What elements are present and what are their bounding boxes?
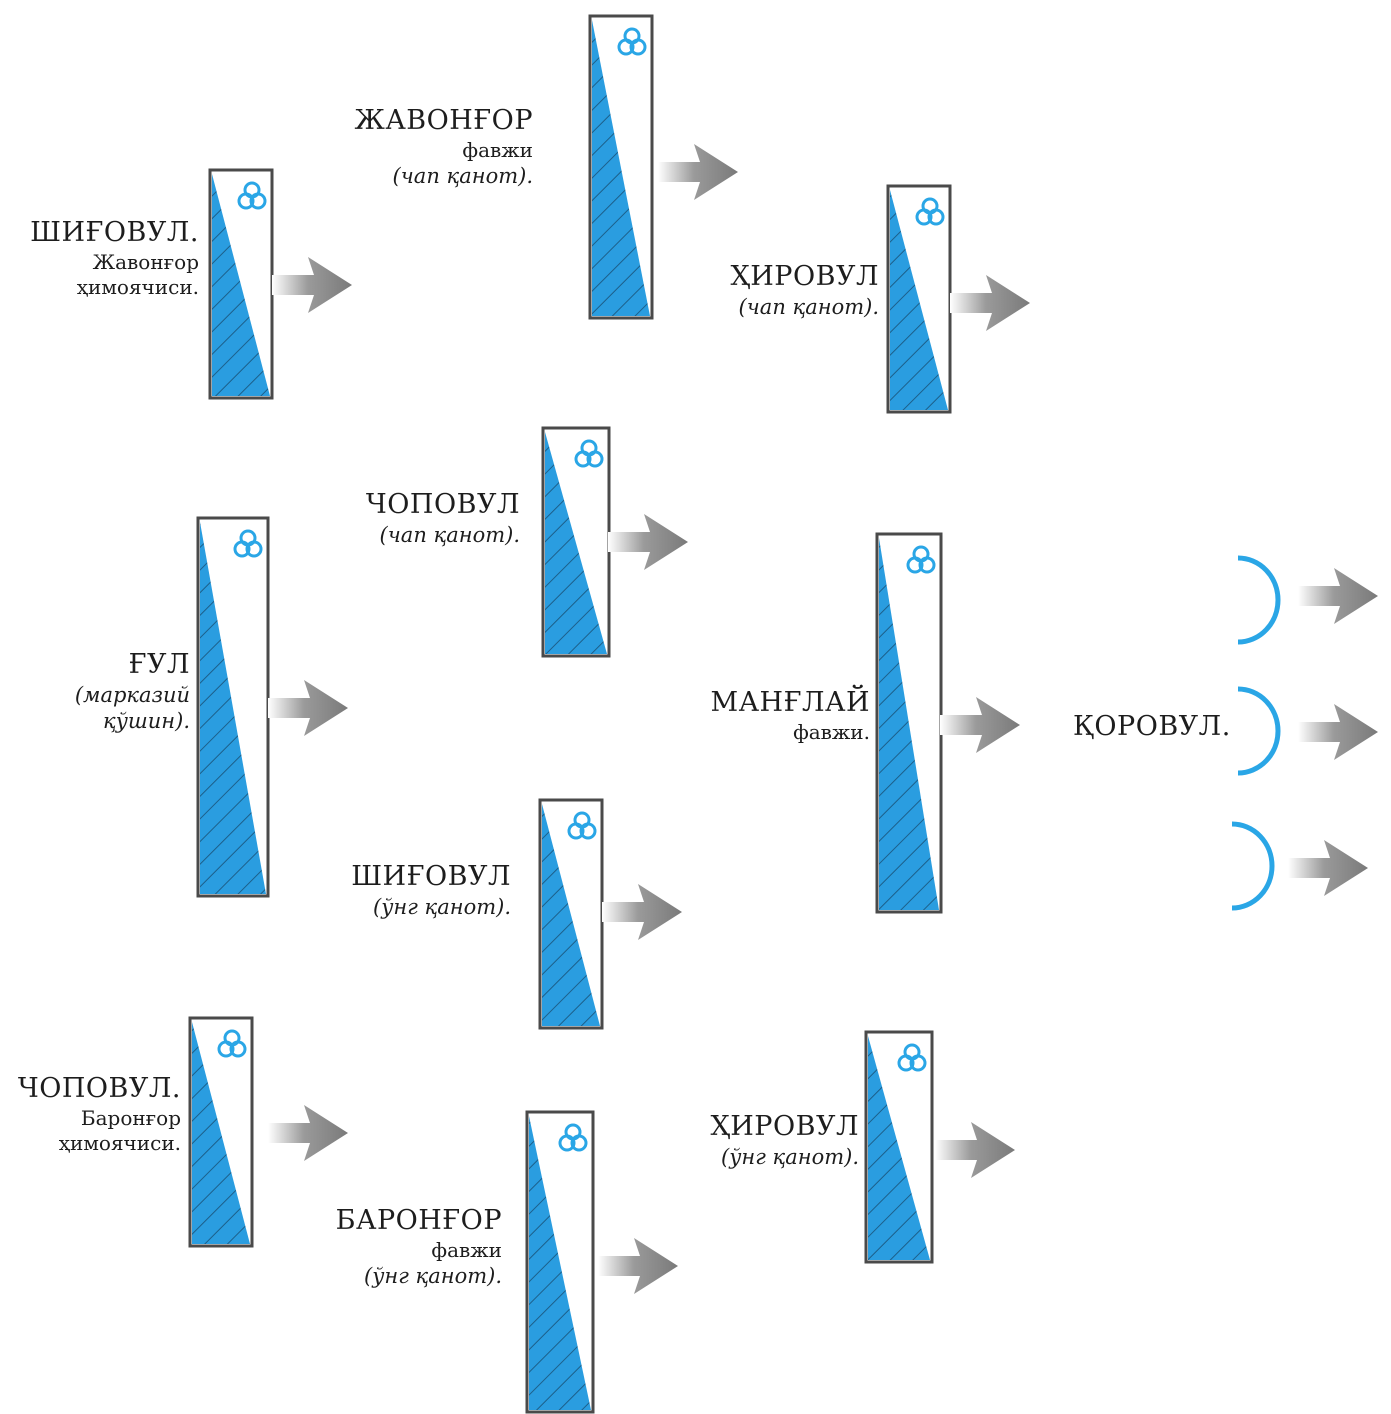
forward-arrow-icon	[1288, 840, 1368, 896]
forward-arrow-icon	[268, 1105, 348, 1161]
forward-arrow-icon	[608, 514, 688, 570]
unit-title: МАНҒЛАЙ	[710, 687, 870, 718]
unit-title: БАРОНҒОР	[335, 1205, 502, 1236]
unit-title: ЖАВОНҒОР	[354, 105, 533, 136]
three-circles-icon	[906, 545, 936, 574]
banner-pennant	[529, 1116, 591, 1410]
banner-pennant	[868, 1036, 930, 1260]
banner-pennant	[212, 174, 270, 396]
label-shigovul-left-guard: ШИҒОВУЛ. Жавонғор ҳимоячиси.	[30, 216, 199, 300]
unit-title: ЧОПОВУЛ	[365, 489, 520, 520]
unit-title: ҲИРОВУЛ	[730, 261, 879, 292]
banner-pennant	[192, 1022, 250, 1244]
three-circles-icon	[217, 1029, 247, 1058]
unit-title: ҚОРОВУЛ.	[1073, 711, 1231, 742]
forward-arrow-icon	[1298, 568, 1378, 624]
label-javongor: ЖАВОНҒОР фавжи (чап қанот).	[355, 104, 534, 189]
banner-hirovul-left	[886, 184, 952, 414]
banner-gul	[196, 516, 270, 898]
three-circles-icon	[558, 1123, 588, 1152]
unit-line: ҳимоячиси.	[76, 274, 199, 299]
label-barongor: БАРОНҒОР фавжи (ўнг қанот).	[336, 1204, 502, 1289]
label-chopovul-right-guard: ЧОПОВУЛ. Баронғор ҳимоячиси.	[18, 1072, 181, 1156]
banner-chopovul-left	[541, 426, 611, 658]
unit-line: Жавонғор	[92, 249, 199, 274]
banner-chopovul-right-guard	[188, 1016, 254, 1248]
forward-arrow-icon	[1298, 704, 1378, 760]
outpost-arc	[1237, 686, 1281, 776]
unit-line: (чап қанот).	[379, 522, 520, 547]
three-circles-icon	[233, 529, 263, 558]
unit-line: (чап қанот).	[738, 294, 879, 319]
label-qorovul: ҚОРОВУЛ.	[1073, 710, 1231, 744]
label-hirovul-left: ҲИРОВУЛ (чап қанот).	[731, 260, 879, 320]
unit-line: фавжи.	[793, 719, 870, 744]
forward-arrow-icon	[602, 884, 682, 940]
outpost-arc	[1237, 555, 1281, 645]
three-circles-icon	[567, 811, 597, 840]
forward-arrow-icon	[950, 275, 1030, 331]
label-gul: ҒУЛ (марказий қўшин).	[75, 648, 190, 734]
unit-line: Баронғор	[80, 1105, 181, 1130]
three-circles-icon	[237, 181, 267, 210]
three-circles-icon	[574, 439, 604, 468]
banner-pennant	[890, 190, 948, 410]
unit-line: (ўнг қанот).	[373, 894, 511, 919]
three-circles-icon	[897, 1043, 927, 1072]
unit-title: ЧОПОВУЛ.	[17, 1073, 181, 1104]
unit-line: (чап қанот).	[392, 163, 533, 188]
label-chopovul-left: ЧОПОВУЛ (чап қанот).	[366, 488, 520, 548]
banner-pennant	[200, 522, 266, 894]
banner-pennant	[542, 804, 600, 1026]
banner-barongor	[525, 1110, 595, 1414]
forward-arrow-icon	[598, 1238, 678, 1294]
forward-arrow-icon	[272, 257, 352, 313]
unit-line: (ўнг қанот).	[721, 1144, 859, 1169]
three-circles-icon	[617, 27, 647, 56]
banner-shigovul-left-guard	[208, 168, 274, 400]
unit-title: ҲИРОВУЛ	[710, 1111, 859, 1142]
label-hirovul-right: ҲИРОВУЛ (ўнг қанот).	[711, 1110, 859, 1170]
banner-manglay	[875, 532, 943, 914]
unit-line: фавжи	[431, 1237, 502, 1262]
unit-line: ҳимоячиси.	[58, 1130, 181, 1155]
label-manglay: МАНҒЛАЙ фавжи.	[710, 686, 870, 745]
unit-title: ШИҒОВУЛ	[351, 861, 511, 892]
banner-javongor	[588, 14, 654, 320]
label-shigovul-right: ШИҒОВУЛ (ўнг қанот).	[351, 860, 511, 920]
unit-line: (ўнг қанот).	[364, 1263, 502, 1288]
banner-pennant	[879, 538, 939, 910]
forward-arrow-icon	[935, 1122, 1015, 1178]
banner-hirovul-right	[864, 1030, 934, 1264]
unit-line: қўшин).	[103, 709, 190, 733]
unit-line: фавжи	[462, 137, 533, 162]
forward-arrow-icon	[658, 144, 738, 200]
unit-line: (марказий	[74, 682, 190, 707]
banner-pennant	[545, 432, 607, 654]
unit-title: ШИҒОВУЛ.	[30, 217, 199, 248]
outpost-arc	[1231, 821, 1275, 911]
forward-arrow-icon	[940, 697, 1020, 753]
banner-pennant	[592, 20, 650, 316]
banner-shigovul-right	[538, 798, 604, 1030]
unit-title: ҒУЛ	[128, 649, 190, 680]
three-circles-icon	[915, 197, 945, 226]
forward-arrow-icon	[268, 680, 348, 736]
